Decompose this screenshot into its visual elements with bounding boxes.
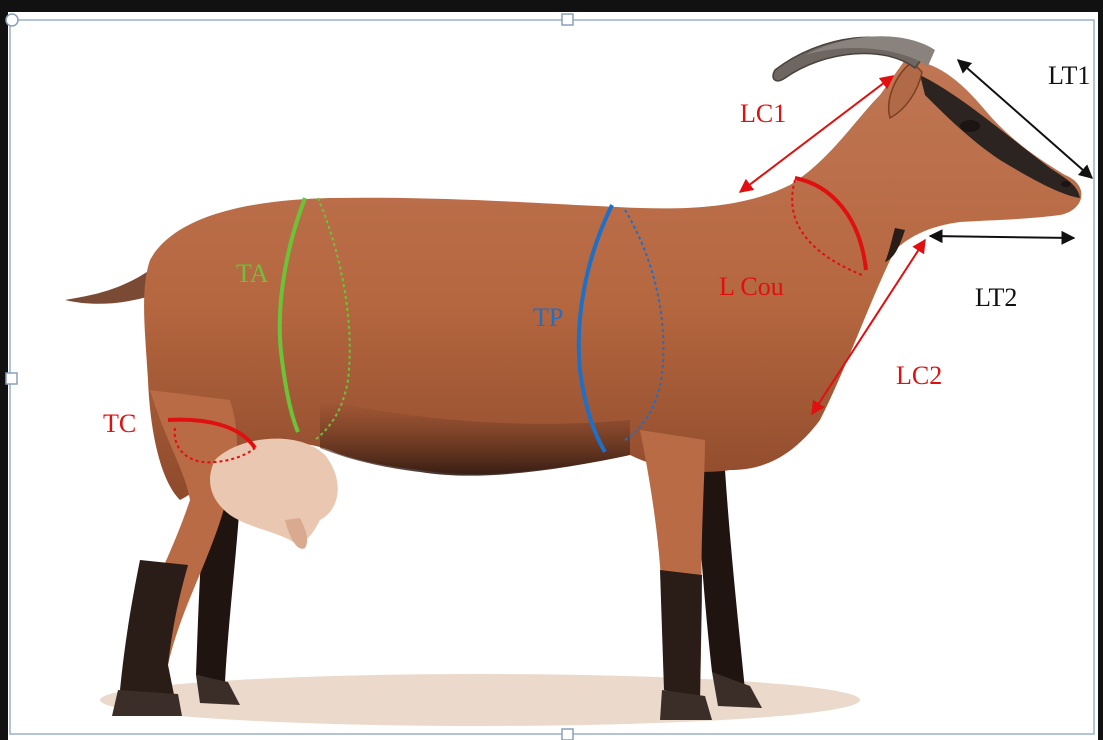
near-hind-hoof [112,690,182,716]
label-lt1: LT1 [1048,61,1090,90]
resize-handle-left-middle[interactable] [6,373,17,384]
label-lc1: LC1 [740,99,786,128]
label-ta: TA [236,259,269,288]
right-frame-bar [1098,0,1103,740]
label-lt2: LT2 [975,283,1017,312]
label-tp: TP [533,303,563,332]
lt2-arrow [930,236,1074,238]
left-frame-bar [0,0,8,740]
nostril [1061,181,1071,187]
resize-handle-top-middle[interactable] [562,14,573,25]
near-hind-lower [120,560,188,703]
resize-handle-top-left[interactable] [6,14,18,26]
top-frame-bar [0,0,1103,12]
label-tc: TC [103,409,136,438]
eye [960,120,980,132]
tail [65,270,150,304]
label-l-cou: L Cou [719,272,784,301]
label-lc2: LC2 [896,361,942,390]
resize-handle-bottom-middle[interactable] [562,729,573,740]
near-front-lower [660,570,702,700]
